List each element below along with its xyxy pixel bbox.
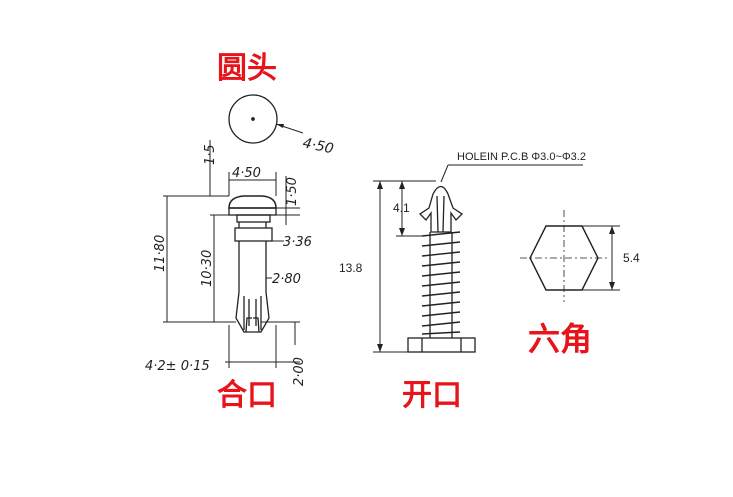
bottom-dim: 2·00 (292, 357, 307, 386)
collar-dia-dim: 3·36 (283, 235, 312, 250)
pcb-hole-note: HOLEIN P.C.B Φ3.0~Φ3.2 (457, 151, 586, 163)
top-gap-dim: 1·5 (203, 144, 218, 165)
hole-dim: 4·2± 0·15 (145, 359, 210, 374)
total-height-dim: 13.8 (339, 261, 363, 275)
shank-length-dim: 10·30 (200, 250, 215, 287)
shank-dia-dim: 2·80 (272, 272, 301, 287)
right-dimension-lines (373, 180, 436, 353)
tip-height-dim: 4.1 (393, 201, 410, 215)
right-dimension-arrows (377, 181, 405, 352)
total-length-dim: 11·80 (153, 235, 168, 272)
round-head-label: 圆头 (217, 51, 277, 86)
open-label: 开口 (402, 378, 462, 413)
left-dimension-lines (163, 140, 300, 368)
head-width-dim: 4·50 (232, 166, 261, 181)
hexagon-label: 六角 (528, 320, 592, 358)
closed-label: 合口 (217, 378, 277, 413)
round-head-top-view (228, 94, 304, 144)
hex-dimension-arrows (609, 226, 615, 290)
open-support-side-view (407, 185, 476, 353)
closed-support-side-view (228, 195, 277, 333)
hex-width-dim: 5.4 (623, 251, 640, 265)
hexagon-centerlines (520, 210, 610, 302)
hex-dimension-lines (582, 225, 620, 291)
head-diameter-dim: 4·50 (301, 135, 335, 157)
note-leader-arrow (440, 164, 449, 183)
head-height-dim: 1·50 (285, 177, 300, 206)
